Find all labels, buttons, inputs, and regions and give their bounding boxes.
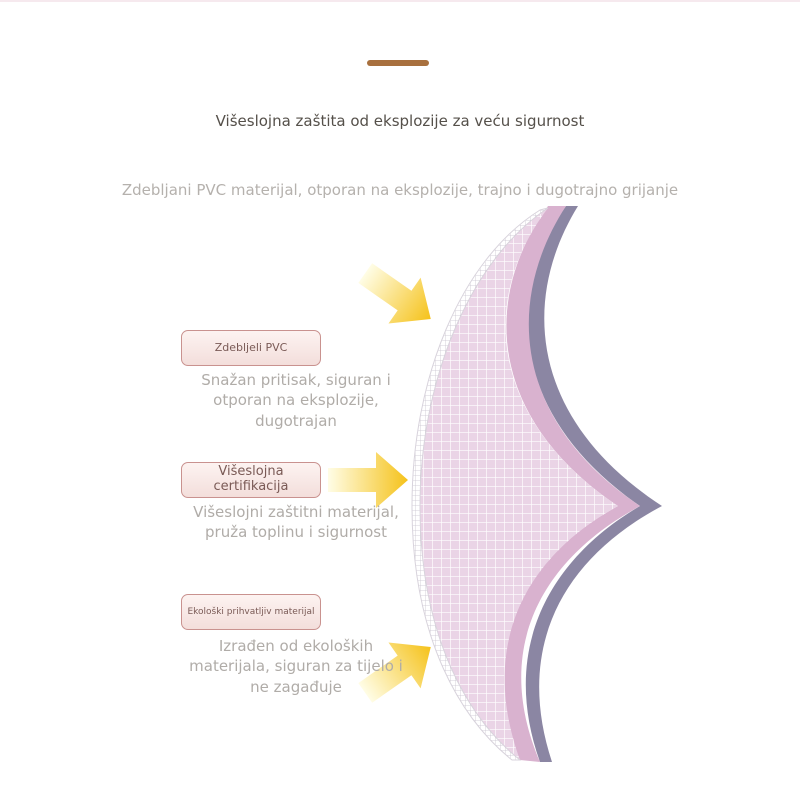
- feature-description-eco-material: Izrađen od ekoloških materijala, siguran…: [189, 637, 403, 696]
- accent-bar: [367, 60, 429, 66]
- page-title: Višeslojna zaštita od eksplozije za veću…: [215, 112, 585, 130]
- layer-outer-mesh: [411, 207, 549, 761]
- feature-badge-thick-pvc: Zdebljeli PVC: [181, 330, 321, 366]
- feature-description-thick-pvc: Snažan pritisak, siguran i otporan na ek…: [201, 371, 391, 430]
- feature-badge-multilayer-certification: Višeslojna certifikacija: [181, 462, 321, 498]
- page-subtitle: Zdebljani PVC materijal, otporan na eksp…: [121, 181, 679, 199]
- layer-pink: [500, 206, 640, 762]
- feature-description-multilayer-certification: Višeslojni zaštitni materijal, pruža top…: [193, 503, 399, 542]
- top-border: [0, 0, 800, 2]
- feature-badge-eco-material: Ekološki prihvatljiv materijal: [181, 594, 321, 630]
- layer-purple: [525, 206, 662, 762]
